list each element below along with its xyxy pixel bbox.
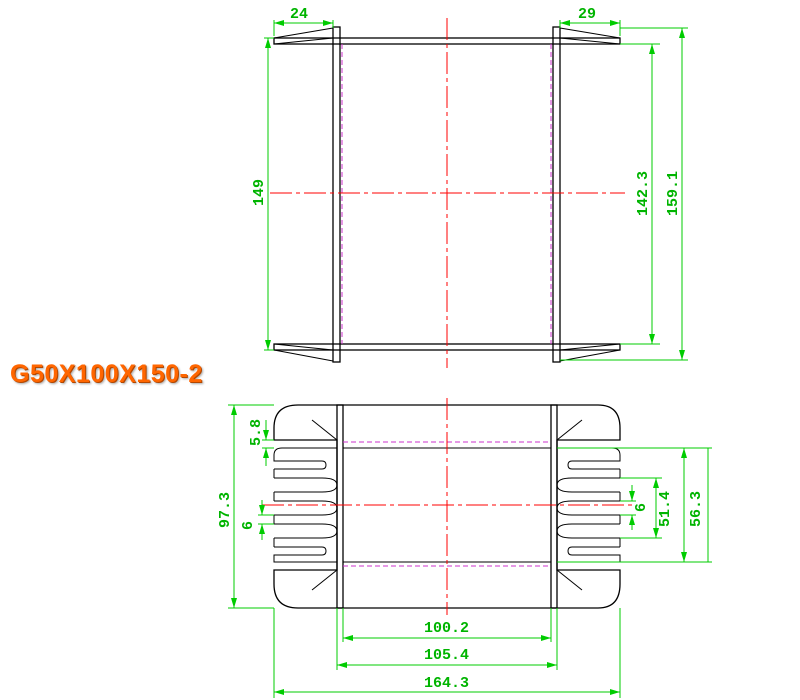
dim-outer-depth-right: 56.3: [688, 491, 705, 527]
dim-inner-depth-right: 51.4: [657, 491, 674, 527]
heatsink-outline: [273, 404, 621, 609]
dim-fin-gap-right: 6: [633, 503, 650, 512]
front-view: 5.8 97.3 6 6 51.4 56.3 10: [217, 398, 712, 698]
right-base-plate: [550, 404, 558, 609]
left-plate: [332, 26, 341, 363]
bottom-left-flange: [273, 343, 334, 362]
dim-overall-height-right: 159.1: [665, 171, 682, 216]
dim-top-right-flange: 29: [578, 6, 596, 23]
dim-fin-thickness: 5.8: [248, 419, 265, 446]
left-base-plate: [336, 404, 344, 609]
right-plate: [552, 26, 561, 363]
part-number-title: G50X100X150-2: [10, 360, 203, 388]
bottom-right-flange: [559, 343, 621, 362]
left-fins: [273, 419, 338, 591]
dim-overall-height-left: 149: [251, 179, 268, 206]
dim-overall-width: 164.3: [424, 675, 469, 692]
top-left-flange: [273, 27, 334, 45]
dim-inner-width: 100.2: [424, 620, 469, 637]
top-right-flange: [559, 27, 621, 45]
dim-fin-gap-left: 6: [240, 521, 257, 530]
right-fins: [556, 419, 621, 591]
dim-inner-height-right: 142.3: [635, 171, 652, 216]
dim-outer-width: 105.4: [424, 647, 469, 664]
dim-overall-depth-left: 97.3: [217, 492, 234, 528]
dim-top-left-flange: 24: [290, 6, 308, 23]
top-view: 24 29 149 142.3 159.1: [251, 6, 688, 368]
